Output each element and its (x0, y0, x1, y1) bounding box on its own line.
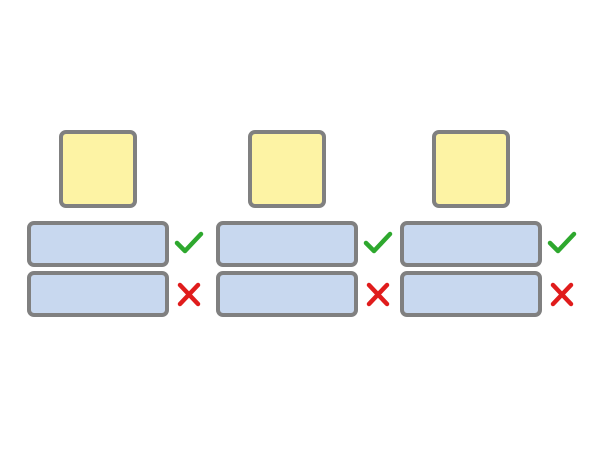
bottom-slot (400, 271, 542, 317)
cross-icon (174, 280, 204, 310)
yellow-block (432, 130, 510, 208)
cross-icon (547, 280, 577, 310)
option-group-3 (373, 0, 577, 450)
bottom-slot (27, 271, 169, 317)
option-group-2 (189, 0, 393, 450)
top-slot (27, 221, 169, 267)
check-icon (363, 228, 393, 258)
top-slot (400, 221, 542, 267)
yellow-block (248, 130, 326, 208)
option-group-1 (0, 0, 204, 450)
bottom-slot (216, 271, 358, 317)
check-icon (547, 228, 577, 258)
cross-icon (363, 280, 393, 310)
top-slot (216, 221, 358, 267)
yellow-block (59, 130, 137, 208)
check-icon (174, 228, 204, 258)
